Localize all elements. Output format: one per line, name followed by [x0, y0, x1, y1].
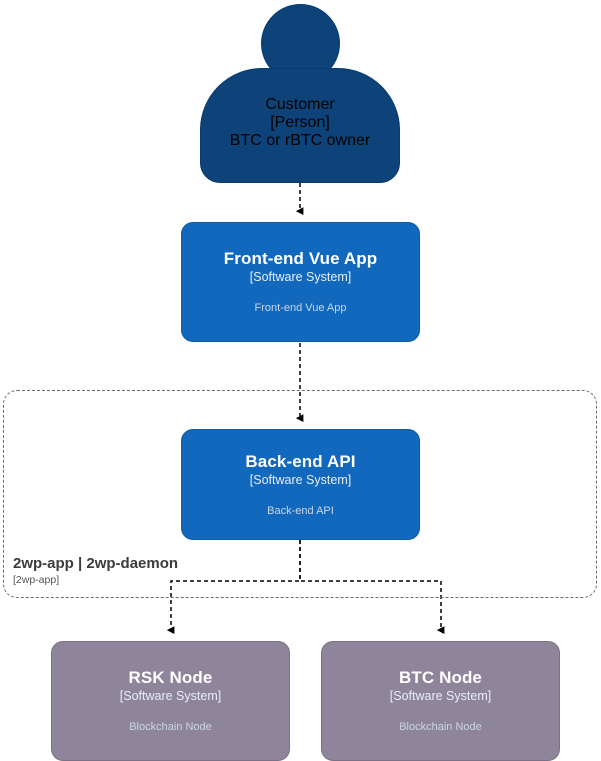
- customer-description: BTC or rBTC owner: [229, 132, 371, 149]
- btc-node-type: [Software System]: [389, 689, 492, 703]
- boundary-label: 2wp-app | 2wp-daemon [2wp-app]: [13, 555, 313, 587]
- boundary-type: [2wp-app]: [13, 574, 60, 586]
- backend-description: Back-end API: [267, 505, 334, 517]
- btc-node-title: BTC Node: [399, 668, 482, 687]
- frontend-title: Front-end Vue App: [223, 249, 378, 268]
- frontend-type: [Software System]: [249, 270, 352, 284]
- rsk-node-title: RSK Node: [128, 668, 213, 687]
- node-rsk-node[interactable]: RSK Node [Software System] Blockchain No…: [51, 641, 290, 761]
- boundary-2wp-app: [3, 390, 597, 598]
- backend-type: [Software System]: [249, 473, 352, 487]
- node-backend-api[interactable]: Back-end API [Software System] Back-end …: [181, 429, 420, 540]
- customer-title: Customer: [265, 96, 335, 113]
- backend-title: Back-end API: [245, 452, 356, 471]
- node-frontend-vue-app[interactable]: Front-end Vue App [Software System] Fron…: [181, 222, 420, 342]
- btc-node-description: Blockchain Node: [399, 721, 482, 733]
- rsk-node-type: [Software System]: [119, 689, 222, 703]
- customer-type: [Person]: [270, 114, 330, 131]
- frontend-description: Front-end Vue App: [254, 302, 347, 314]
- boundary-title: 2wp-app | 2wp-daemon: [13, 555, 179, 572]
- node-btc-node[interactable]: BTC Node [Software System] Blockchain No…: [321, 641, 560, 761]
- rsk-node-description: Blockchain Node: [129, 721, 212, 733]
- node-customer[interactable]: Customer [Person] BTC or rBTC owner: [200, 68, 400, 183]
